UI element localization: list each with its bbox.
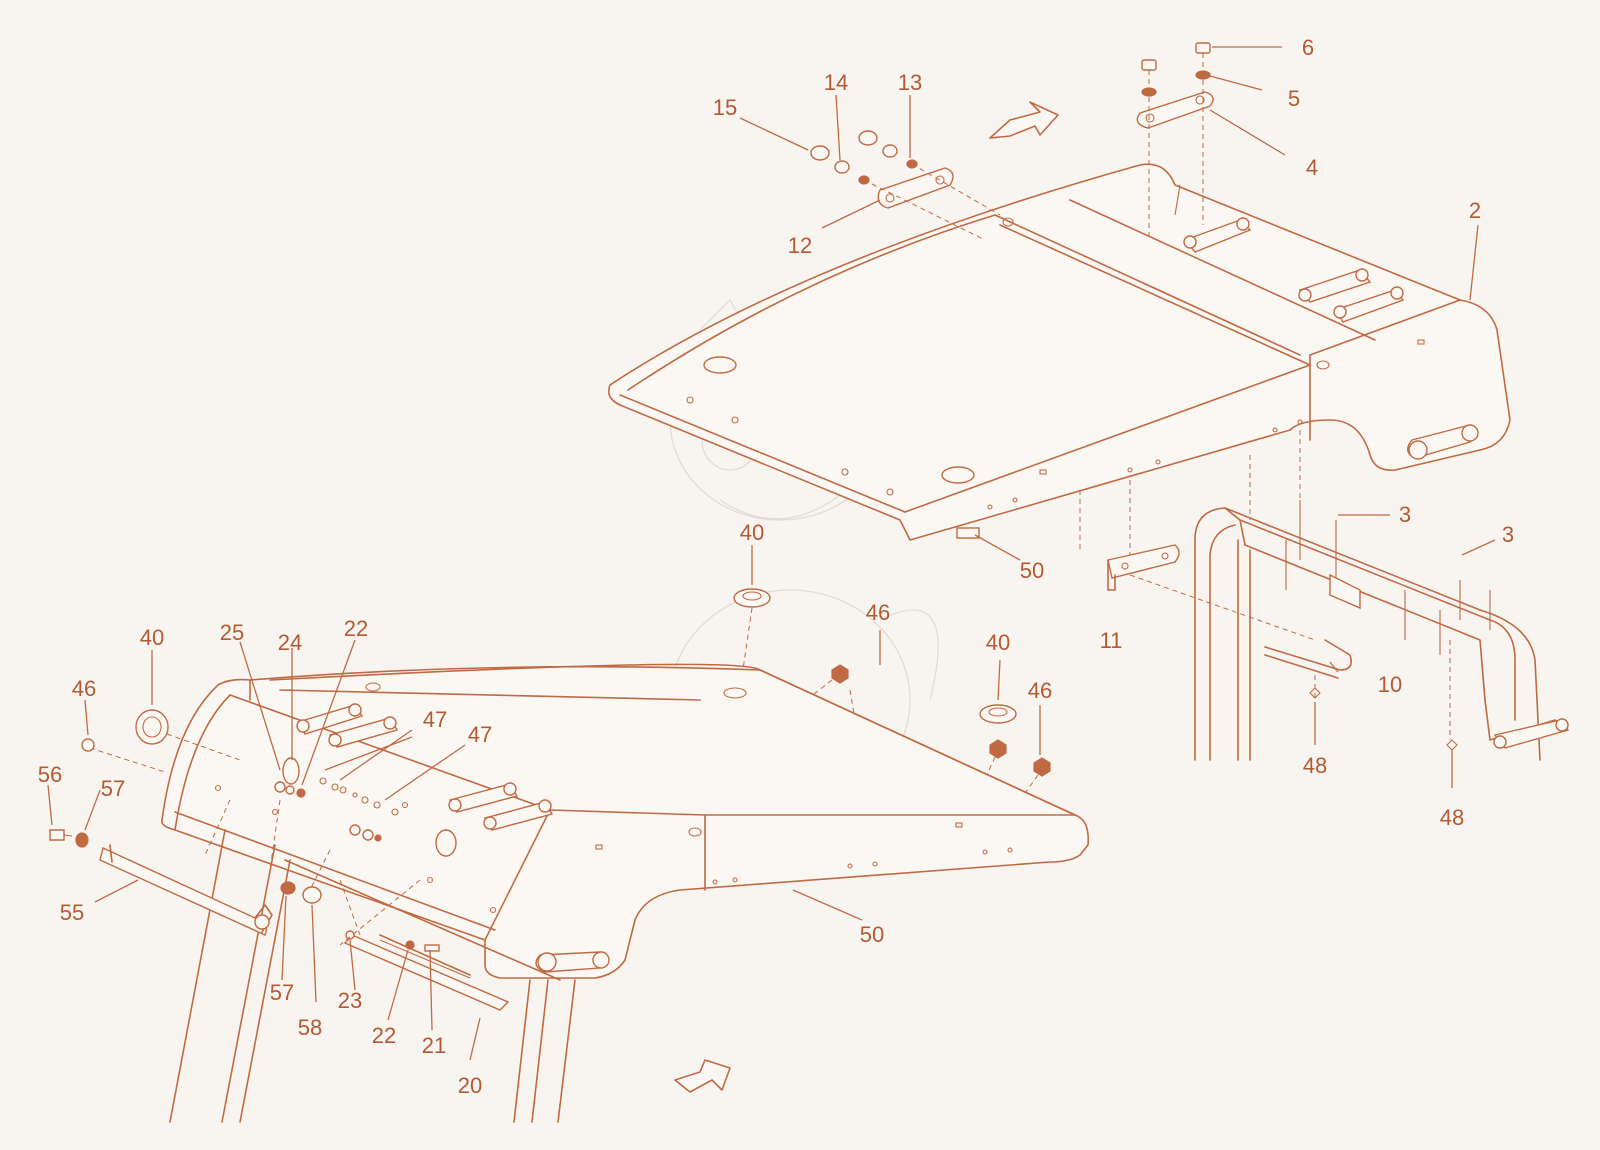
middle-hardware	[733, 527, 1051, 801]
callout-5: 5	[1288, 86, 1300, 111]
callout-22-lower: 22	[372, 1023, 396, 1048]
callout-15: 15	[713, 95, 737, 120]
callout-24: 24	[278, 630, 302, 655]
callout-23: 23	[338, 988, 362, 1013]
callout-46-middle: 46	[866, 600, 890, 625]
callout-20: 20	[458, 1073, 482, 1098]
callout-46-left: 46	[72, 676, 96, 701]
top-deck-panel	[607, 163, 1511, 541]
callout-2: 2	[1469, 198, 1481, 223]
callout-57-bottom: 57	[270, 980, 294, 1005]
top-hardware-4-5-6	[1136, 42, 1214, 240]
callout-55: 55	[60, 900, 84, 925]
callout-48-left: 48	[1303, 753, 1327, 778]
top-hardware-12-15	[810, 101, 1059, 241]
callout-25: 25	[220, 620, 244, 645]
callout-21: 21	[422, 1033, 446, 1058]
callout-50-upper: 50	[1020, 558, 1044, 583]
callout-3-upper: 3	[1399, 502, 1411, 527]
callout-10: 10	[1378, 672, 1402, 697]
callout-46-right: 46	[1028, 678, 1052, 703]
callout-40-right: 40	[986, 630, 1010, 655]
callout-47-left: 47	[423, 707, 447, 732]
callout-3-lower: 3	[1502, 522, 1514, 547]
callout-47-right: 47	[468, 722, 492, 747]
callout-48-right: 48	[1440, 805, 1464, 830]
bottom-deck-panel	[160, 665, 1090, 979]
callout-57-left: 57	[101, 776, 125, 801]
right-upright-frame	[1079, 430, 1570, 761]
bottom-frame-assembly	[89, 663, 1090, 1123]
callout-12: 12	[788, 233, 812, 258]
callout-4: 4	[1306, 155, 1318, 180]
callout-40-left: 40	[140, 625, 164, 650]
callout-58: 58	[298, 1015, 322, 1040]
handle-bar-55	[49, 709, 273, 936]
callout-56: 56	[38, 762, 62, 787]
callout-22-upper: 22	[344, 616, 368, 641]
callout-6: 6	[1302, 35, 1314, 60]
callout-14: 14	[824, 70, 848, 95]
callout-labels: 6 5 4 15 14 13 12 2 3 3 11 10 48 48 50 4…	[38, 35, 1514, 1098]
callout-40-middle: 40	[740, 520, 764, 545]
callout-11: 11	[1100, 628, 1123, 653]
top-frame-assembly	[607, 163, 1511, 541]
callout-50-lower: 50	[860, 922, 884, 947]
bracket-11-and-ubolt-10	[1107, 544, 1458, 751]
callout-13: 13	[898, 70, 922, 95]
leader-lines	[47, 46, 1496, 1061]
